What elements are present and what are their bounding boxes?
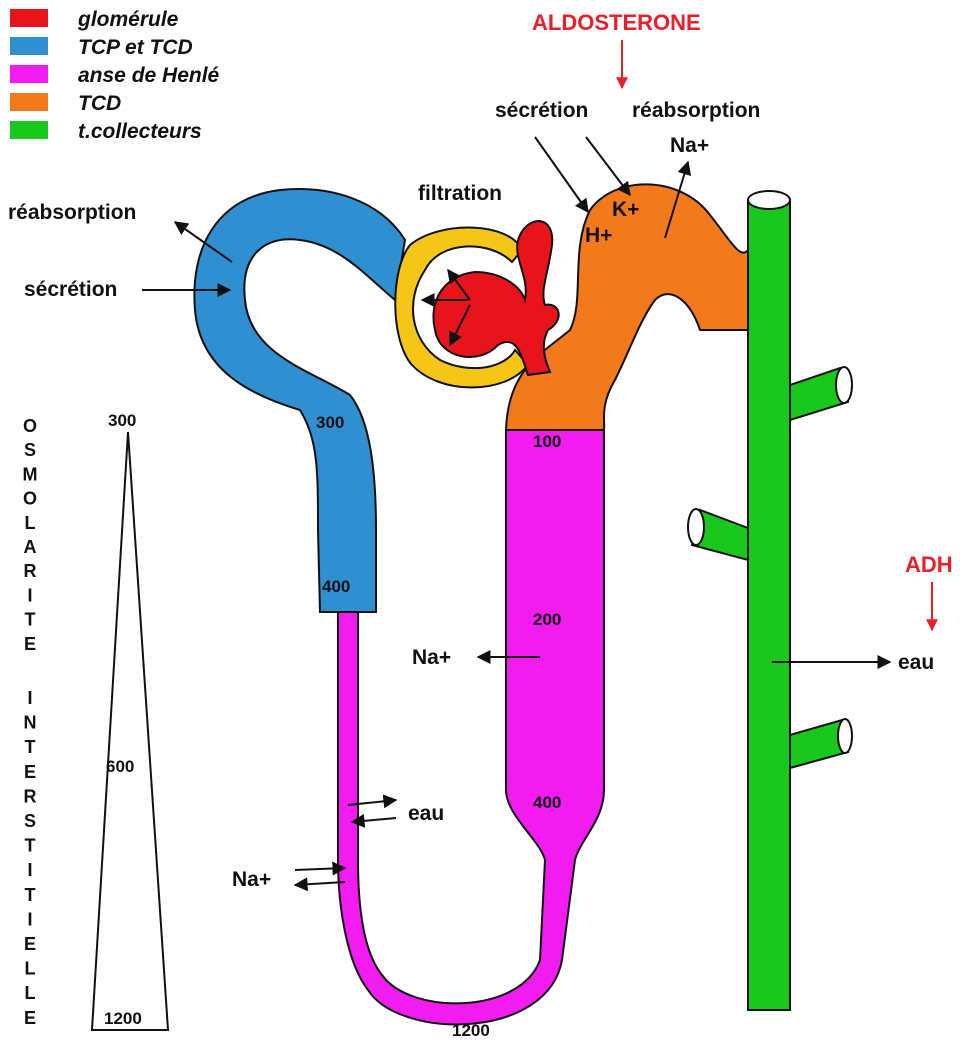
na-henle-desc-label: Na+ bbox=[232, 868, 271, 891]
axis-letter: N bbox=[24, 713, 37, 733]
axis-letter: I bbox=[27, 688, 32, 708]
axis-letter: A bbox=[24, 537, 37, 557]
k-label: K+ bbox=[612, 198, 639, 221]
secretion-tcd-label: sécrétion bbox=[495, 99, 588, 122]
h-label: H+ bbox=[585, 224, 612, 247]
value-bottom-1200: 1200 bbox=[452, 1021, 490, 1040]
axis-letter: E bbox=[24, 934, 36, 954]
axis-letter: R bbox=[24, 786, 37, 806]
axis-letter: S bbox=[24, 440, 36, 460]
collecteur-water-exchange: eau bbox=[772, 651, 934, 674]
na-henle-asc-label: Na+ bbox=[412, 646, 451, 669]
axis-letter: L bbox=[25, 983, 36, 1003]
na-tcd-label: Na+ bbox=[670, 134, 709, 157]
ascending-limb bbox=[338, 430, 604, 1024]
axis-letter: T bbox=[25, 885, 36, 905]
axis-letter: I bbox=[27, 909, 32, 929]
axis-letter: E bbox=[24, 1008, 36, 1028]
axis-letter: T bbox=[25, 737, 36, 757]
value-asc-400: 400 bbox=[533, 793, 561, 812]
axis-letter: E bbox=[24, 762, 36, 782]
legend-swatch-tcp-tcd bbox=[10, 37, 48, 55]
legend-label-tcp-tcd: TCP et TCD bbox=[78, 36, 193, 59]
legend-label-glomerule: glomérule bbox=[77, 8, 179, 31]
eau-collecteur-label: eau bbox=[898, 651, 934, 674]
aldosterone-label: ALDOSTERONE bbox=[532, 10, 701, 35]
axis-letter: M bbox=[23, 464, 38, 484]
aldosterone-hormone: ALDOSTERONE bbox=[532, 10, 701, 88]
axis-letter: R bbox=[24, 561, 37, 581]
value-tcp-400: 400 bbox=[322, 577, 350, 596]
axis-letter: I bbox=[27, 585, 32, 605]
filtration-label: filtration bbox=[418, 182, 502, 205]
legend-swatch-glomerule bbox=[10, 9, 48, 27]
axis-letter: E bbox=[24, 634, 36, 654]
legend-label-collecteurs: t.collecteurs bbox=[78, 120, 202, 143]
axis-letter: L bbox=[25, 513, 36, 533]
osmolarity-scale: 300 600 1200 bbox=[92, 411, 168, 1030]
value-tcp-300: 300 bbox=[316, 413, 344, 432]
value-asc-100: 100 bbox=[533, 432, 561, 451]
eau-henle-label: eau bbox=[408, 802, 444, 825]
scale-top-value: 300 bbox=[108, 411, 136, 430]
scale-bottom-value: 1200 bbox=[104, 1009, 142, 1028]
reabsorption-tcp-label: réabsorption bbox=[8, 201, 136, 224]
legend-swatch-tcd bbox=[10, 93, 48, 111]
legend-label-henle: anse de Henlé bbox=[78, 64, 220, 87]
axis-letter: O bbox=[23, 489, 37, 509]
value-asc-200: 200 bbox=[533, 610, 561, 629]
axis-letter: T bbox=[25, 836, 36, 856]
adh-label: ADH bbox=[905, 552, 953, 577]
axis-letter: I bbox=[27, 860, 32, 880]
legend-swatch-henle bbox=[10, 65, 48, 83]
reabsorption-tcd-label: réabsorption bbox=[632, 99, 760, 122]
axis-letter: S bbox=[24, 811, 36, 831]
adh-hormone: ADH bbox=[905, 552, 953, 630]
legend-swatch-collecteurs bbox=[10, 121, 48, 139]
axis-letter: T bbox=[25, 610, 36, 630]
proximal-tubule bbox=[194, 189, 405, 612]
axis-letter: O bbox=[23, 416, 37, 436]
secretion-tcp-label: sécrétion bbox=[24, 278, 117, 301]
axis-letter: L bbox=[25, 959, 36, 979]
scale-middle-value: 600 bbox=[106, 757, 134, 776]
legend: glomérule TCP et TCD anse de Henlé TCD t… bbox=[10, 8, 220, 143]
legend-label-tcd: TCD bbox=[78, 92, 121, 115]
